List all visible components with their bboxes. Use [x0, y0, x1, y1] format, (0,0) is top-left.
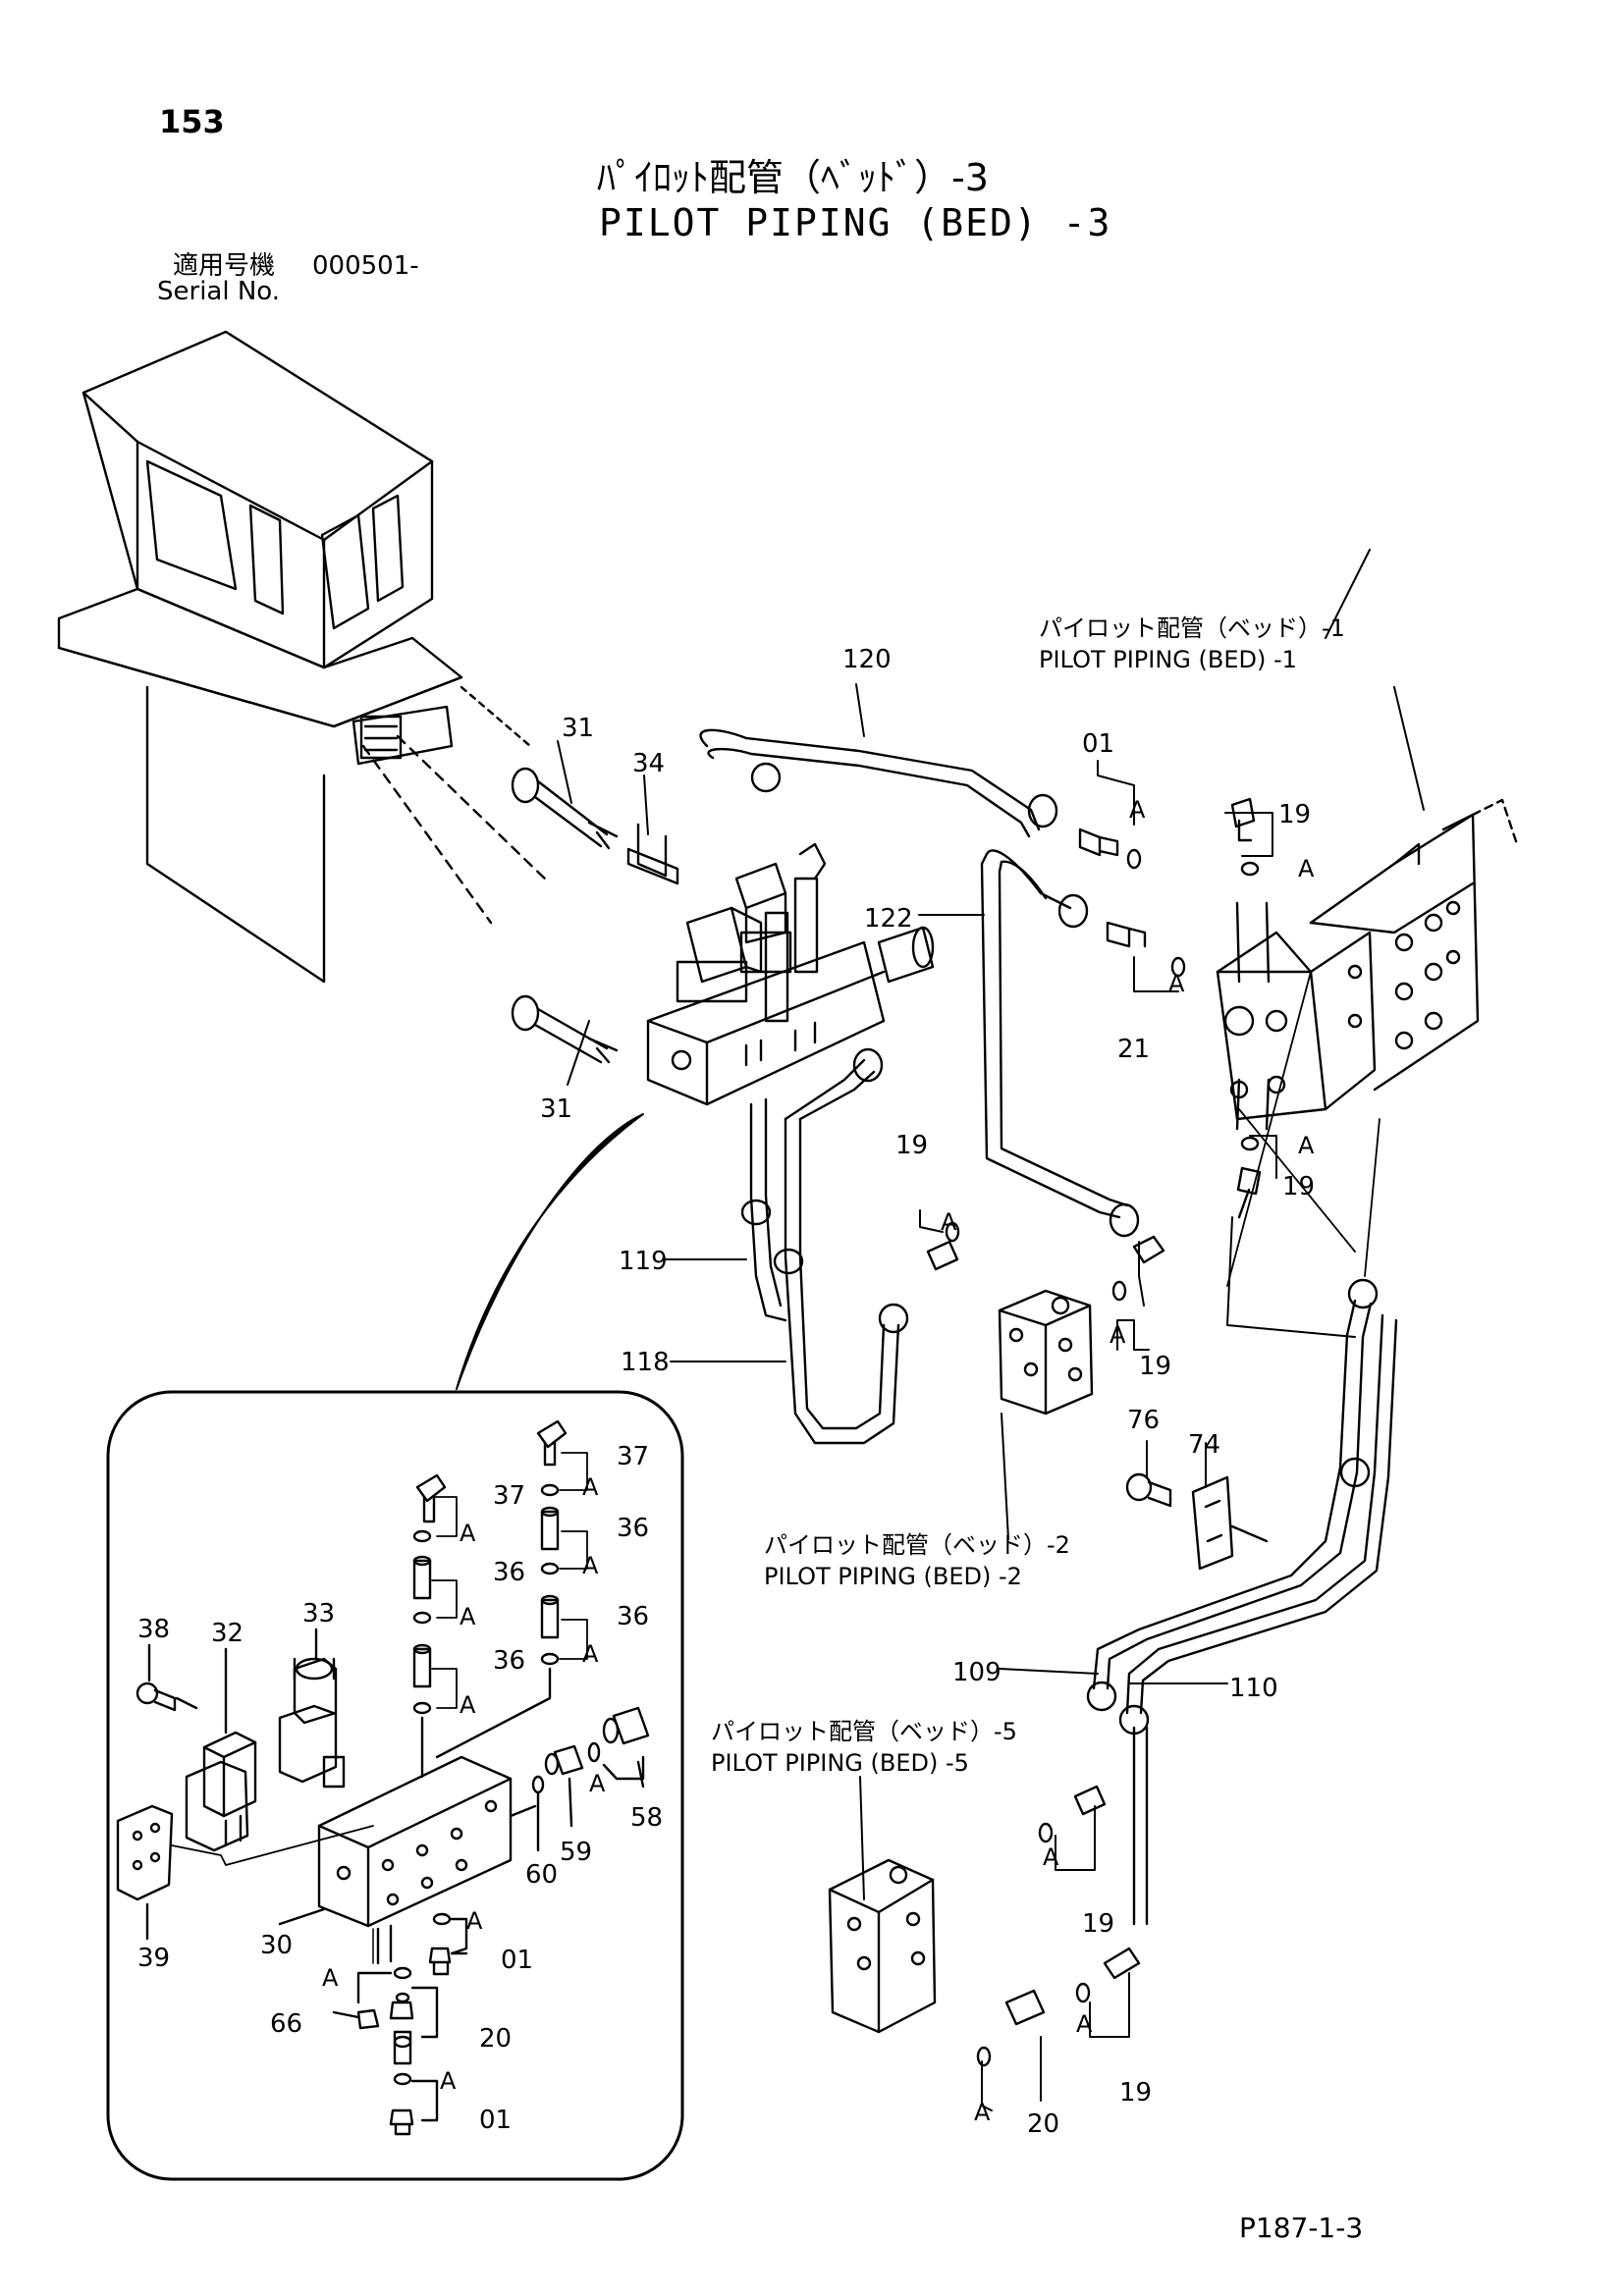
- callout-number: 39: [137, 1944, 170, 1973]
- cab-illustration: [57, 330, 552, 984]
- manifold-block-right: [1216, 798, 1519, 1131]
- inset-assembly: [116, 1419, 650, 2136]
- callout-number: 21: [1117, 1035, 1150, 1064]
- main-valve-block: [646, 842, 935, 1106]
- callout-number: 36: [493, 1558, 525, 1587]
- connection-marks: A A A A A A A A A A A A A A A A A A A: [322, 796, 1315, 2126]
- connection-mark-a: A: [1110, 1321, 1126, 1349]
- callout-number: 31: [562, 714, 594, 743]
- callout-number: 19: [1119, 2078, 1152, 2108]
- callout-number: 34: [632, 749, 665, 778]
- callout-number: 20: [1027, 2109, 1059, 2139]
- fittings-main: [926, 797, 1262, 1302]
- callout-number: 37: [617, 1442, 649, 1471]
- callout-number: 58: [630, 1803, 663, 1833]
- connection-mark-a: A: [1076, 2010, 1093, 2038]
- callout-number: 38: [137, 1615, 170, 1644]
- callout-number: 01: [501, 1946, 533, 1975]
- callout-number: 19: [895, 1131, 928, 1160]
- connection-mark-a: A: [582, 1552, 599, 1579]
- callout-number: 36: [617, 1514, 649, 1543]
- connection-mark-a: A: [582, 1473, 599, 1501]
- pipe-120: [699, 728, 1058, 838]
- connection-mark-a: A: [460, 1603, 476, 1630]
- callout-number: 118: [621, 1348, 670, 1377]
- connection-mark-a: A: [1298, 1132, 1315, 1159]
- pipe-109: [1086, 1278, 1379, 1712]
- pipe-118: [773, 1047, 909, 1445]
- inset-pointer: [456, 1113, 644, 1390]
- callout-number: 122: [864, 904, 913, 934]
- callout-number: 36: [493, 1646, 525, 1676]
- callout-number: 30: [260, 1931, 293, 1960]
- serial-label-english: Serial No.: [157, 277, 280, 306]
- footer-code: P187-1-3: [1239, 2212, 1364, 2244]
- callout-number: 60: [525, 1860, 558, 1890]
- reference-en-1: PILOT PIPING (BED) -1: [1039, 646, 1297, 673]
- leader-lines: [557, 549, 1425, 2111]
- connection-mark-a: A: [440, 2067, 457, 2095]
- reference-notes: パイロット配管（ベッド）-1 PILOT PIPING (BED) -1 パイロ…: [711, 614, 1345, 1777]
- title-english: PILOT PIPING (BED) -3: [599, 201, 1112, 244]
- pipe-110: [1118, 1216, 1398, 1926]
- bracket-34: [626, 823, 679, 885]
- callout-number: 110: [1229, 1674, 1278, 1703]
- reference-en-5: PILOT PIPING (BED) -5: [711, 1749, 969, 1777]
- callout-number: 19: [1282, 1172, 1315, 1201]
- inset-frame: [106, 1390, 684, 2181]
- serial-value: 000501-: [312, 251, 419, 281]
- reference-jp-5: パイロット配管（ベッド）-5: [711, 1718, 1017, 1745]
- connection-mark-a: A: [466, 1907, 483, 1935]
- callout-number: 76: [1127, 1406, 1160, 1435]
- connection-mark-a: A: [460, 1691, 476, 1719]
- valve-block-5: [828, 1858, 937, 2034]
- reference-jp-1: パイロット配管（ベッド）-1: [1039, 614, 1345, 642]
- callout-number: 01: [479, 2106, 512, 2135]
- pipe-122: [980, 849, 1140, 1238]
- callout-number: 19: [1082, 1909, 1114, 1939]
- pipe-119: [740, 1097, 787, 1322]
- callout-number: 109: [952, 1658, 1001, 1687]
- callout-number: 66: [270, 2009, 302, 2039]
- callouts-inset: 37 37 36 36 36 36 33 38 32 58 59 60 39 3…: [137, 1442, 663, 2135]
- serial-label-japanese: 適用号機: [173, 251, 276, 281]
- callout-number: 119: [619, 1247, 668, 1276]
- bolt-lower: [511, 994, 619, 1064]
- callout-number: 74: [1188, 1430, 1220, 1460]
- title-japanese: ﾊﾟｲﾛｯﾄ配管（ﾍﾞｯﾄﾞ）-3: [597, 156, 989, 199]
- callout-number: 32: [211, 1619, 244, 1648]
- bolt-76: [1125, 1472, 1172, 1508]
- connection-mark-a: A: [460, 1520, 476, 1547]
- callout-number: 37: [493, 1481, 525, 1511]
- connection-mark-a: A: [1129, 796, 1146, 824]
- connection-mark-a: A: [582, 1640, 599, 1668]
- callout-number: 19: [1278, 800, 1311, 829]
- callout-number: 19: [1139, 1352, 1171, 1381]
- reference-jp-2: パイロット配管（ベッド）-2: [764, 1531, 1070, 1559]
- reference-en-2: PILOT PIPING (BED) -2: [764, 1563, 1022, 1590]
- connection-mark-a: A: [941, 1208, 957, 1236]
- callout-number: 33: [302, 1599, 335, 1629]
- callout-number: 31: [540, 1095, 572, 1124]
- valve-block-2: [998, 1289, 1094, 1415]
- callout-number: 01: [1082, 729, 1114, 759]
- page-number: 153: [159, 103, 225, 140]
- connection-mark-a: A: [589, 1770, 606, 1797]
- callout-number: 36: [617, 1602, 649, 1631]
- callouts-main: 120 31 34 01 19 122 21 31 19 19 119 118 …: [540, 645, 1315, 2139]
- bolt-upper: [511, 767, 619, 850]
- clamp-74: [1191, 1475, 1269, 1571]
- callout-number: 59: [560, 1838, 592, 1867]
- callout-number: 20: [479, 2024, 512, 2054]
- connection-mark-a: A: [974, 2099, 991, 2126]
- connection-mark-a: A: [1298, 855, 1315, 882]
- connection-mark-a: A: [322, 1964, 339, 1992]
- connection-mark-a: A: [1168, 970, 1185, 997]
- connection-mark-a: A: [1043, 1843, 1059, 1871]
- callout-number: 120: [842, 645, 892, 674]
- fittings-block-5: [976, 1785, 1141, 2067]
